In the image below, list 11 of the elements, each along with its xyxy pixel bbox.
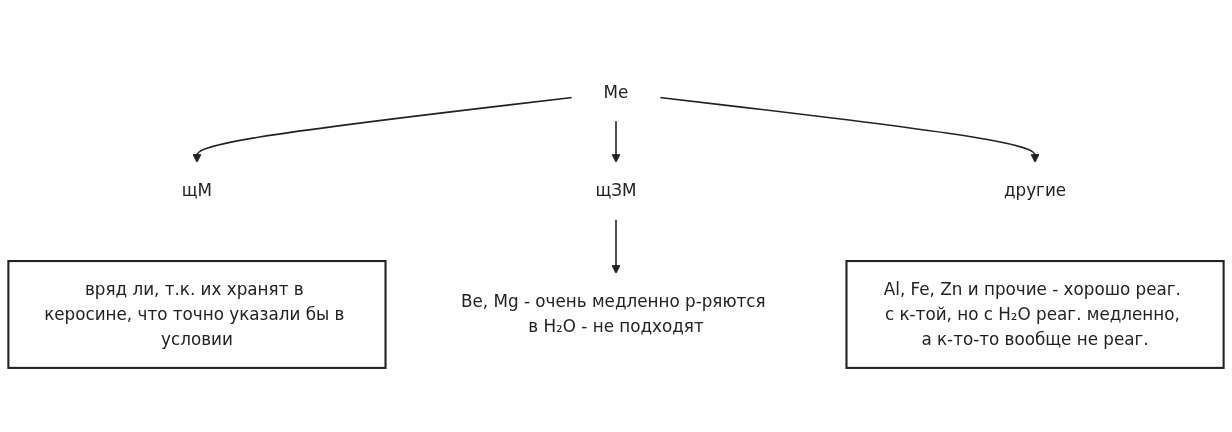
node-text: Me xyxy=(603,81,629,102)
arrow xyxy=(611,119,621,163)
node-text: Be, Mg - очень медленно р-ряются в H₂O - не подходят xyxy=(461,291,766,337)
node-text: щЗМ xyxy=(595,180,637,201)
node-text: другие xyxy=(1003,180,1067,201)
arrow xyxy=(611,218,621,275)
node-box: Al, Fe, Zn и прочие - хорошо реаг. с к-той, но с H₂O реаг. медленно, а к-то-то вообще не реаг. xyxy=(845,260,1225,369)
node-box: вряд ли, т.к. их хранят в керосине, что точно указали бы в условии xyxy=(7,260,387,369)
arrow xyxy=(659,96,1040,163)
node-text: щМ xyxy=(181,180,213,201)
arrow xyxy=(192,96,573,163)
